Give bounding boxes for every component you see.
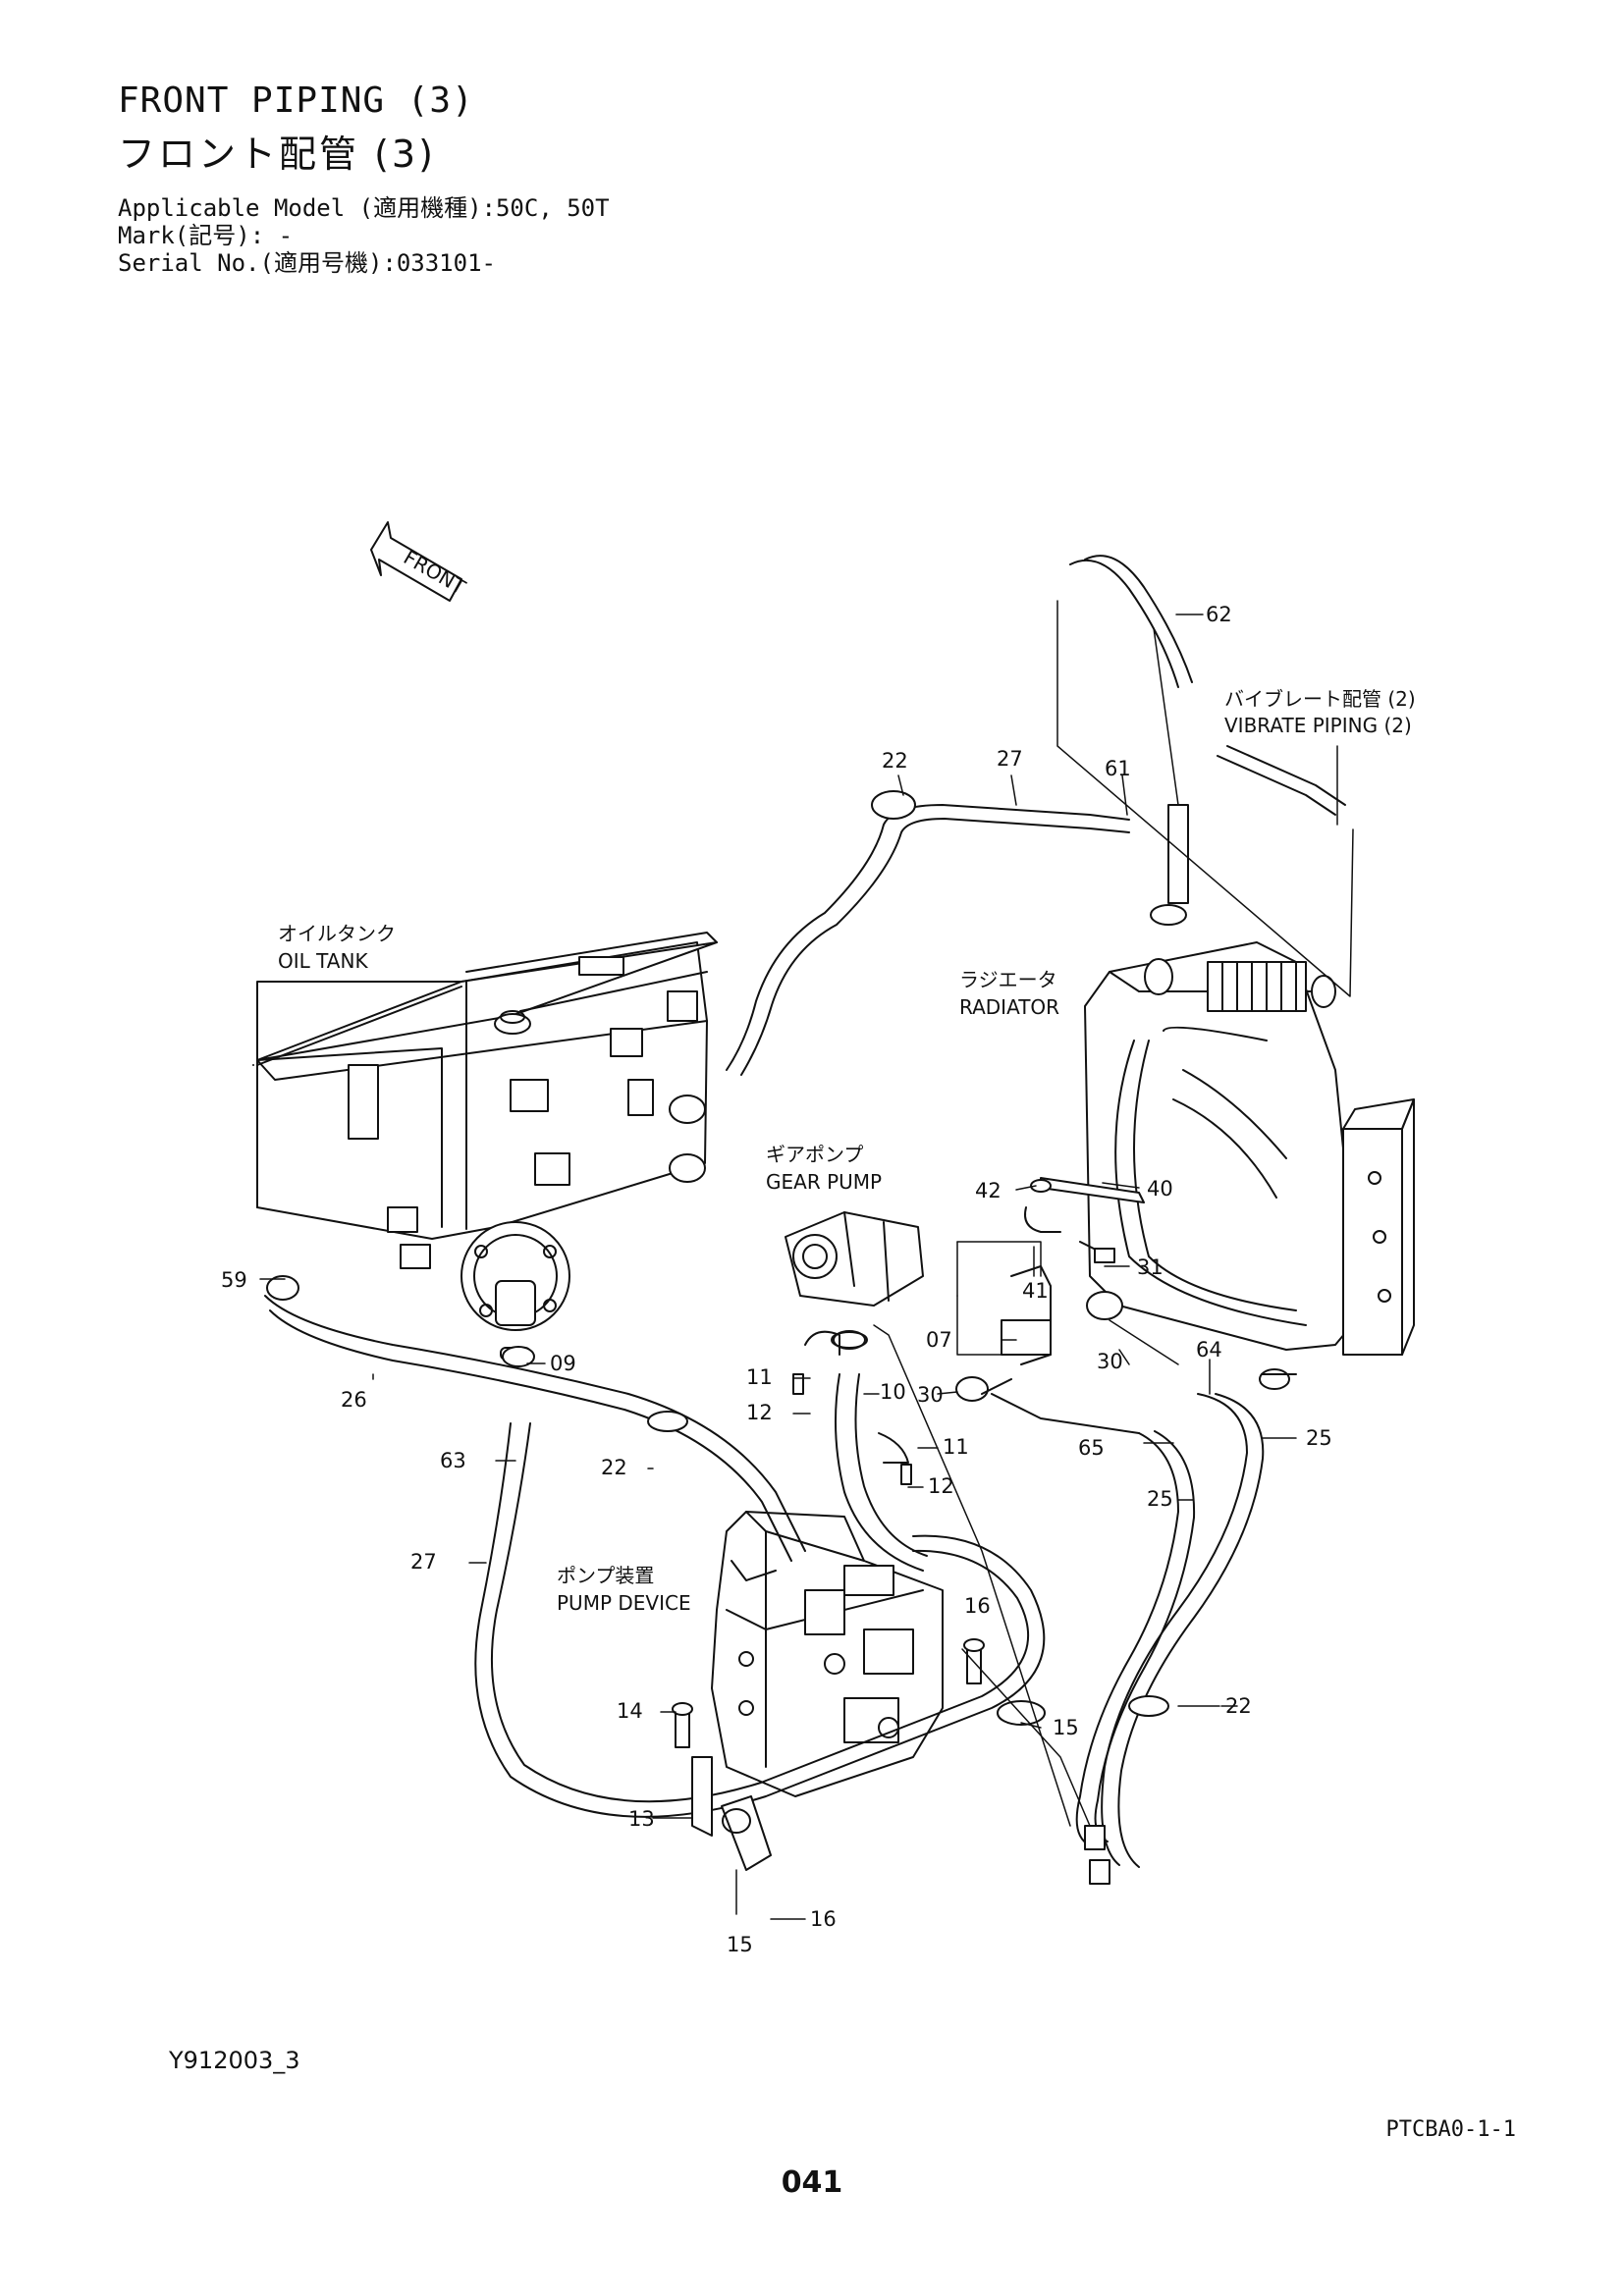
callout-31: 31 [1137,1255,1164,1279]
gear-pump-label-en: GEAR PUMP [766,1170,882,1194]
callout-22b: 22 [601,1456,627,1479]
callout-41: 41 [1022,1279,1049,1303]
page-number: 041 [781,2165,843,2200]
callout-30b: 30 [917,1383,944,1407]
callout-14: 14 [617,1699,643,1723]
callout-11b: 11 [943,1435,969,1459]
callout-40: 40 [1147,1177,1173,1201]
gear-pump-illustration [785,1211,924,1349]
callout-09: 09 [550,1352,576,1375]
mark-line: Mark(記号): - [118,222,294,249]
callout-16a: 16 [964,1594,991,1618]
callout-62: 62 [1206,603,1232,626]
callout-22c: 22 [1225,1694,1252,1718]
callout-15b: 15 [727,1933,753,1956]
figure-code: Y912003_3 [169,2047,300,2074]
pump-device-label-en: PUMP DEVICE [557,1591,691,1615]
applicable-model-line: Applicable Model (適用機種):50C, 50T [118,194,610,222]
callout-61: 61 [1105,757,1131,780]
radiator-label-en: RADIATOR [959,995,1059,1019]
oil-tank-label-en: OIL TANK [278,949,368,973]
hose-lines [264,555,1346,1868]
vibrate-piping-label-en: VIBRATE PIPING (2) [1224,714,1412,737]
clamp-parts-illustration [266,790,1169,1885]
callout-12b: 12 [928,1474,954,1498]
callout-26: 26 [341,1388,367,1412]
callout-numbers: 62 22 27 61 40 42 31 41 07 30 30 64 25 6… [221,603,1332,1956]
page-title-english: FRONT PIPING (3) [118,80,474,121]
callout-10: 10 [880,1380,906,1404]
catalog-code: PTCBA0-1-1 [1385,2117,1516,2142]
callout-25a: 25 [1306,1426,1332,1450]
pump-device-illustration [711,1511,944,1797]
callout-65: 65 [1078,1436,1105,1460]
page-title-japanese: フロント配管 (3) [118,133,436,176]
callout-27b: 27 [410,1550,437,1574]
bracket-assembly-illustration [955,1177,1145,1402]
radiator-label-jp: ラジエータ [959,968,1057,991]
callout-42: 42 [975,1179,1001,1202]
callout-63: 63 [440,1449,466,1472]
leader-lines [259,600,1354,1920]
callout-25b: 25 [1147,1487,1173,1511]
pump-device-label-jp: ポンプ装置 [557,1564,654,1587]
front-arrow-icon [370,521,462,602]
gear-pump-label-jp: ギアポンプ [766,1143,863,1166]
vibrate-piping-label-jp: バイブレート配管 (2) [1224,687,1416,711]
component-labels: オイルタンク OIL TANK ラジエータ RADIATOR ギアポンプ GEA… [278,687,1416,1615]
callout-15a: 15 [1053,1716,1079,1739]
callout-11a: 11 [746,1365,773,1389]
callout-27: 27 [997,747,1023,771]
callout-64: 64 [1196,1338,1222,1362]
callout-13: 13 [628,1807,655,1831]
oil-tank-label-jp: オイルタンク [278,922,396,945]
callout-07: 07 [926,1328,952,1352]
callout-59: 59 [221,1268,247,1292]
callout-12a: 12 [746,1401,773,1424]
callout-16b: 16 [810,1907,837,1931]
radiator-illustration [1084,941,1415,1390]
serial-number-line: Serial No.(適用号機):033101- [118,249,496,277]
callout-22: 22 [882,749,908,773]
callout-30a: 30 [1097,1350,1123,1373]
oil-tank-illustration [252,932,718,1361]
